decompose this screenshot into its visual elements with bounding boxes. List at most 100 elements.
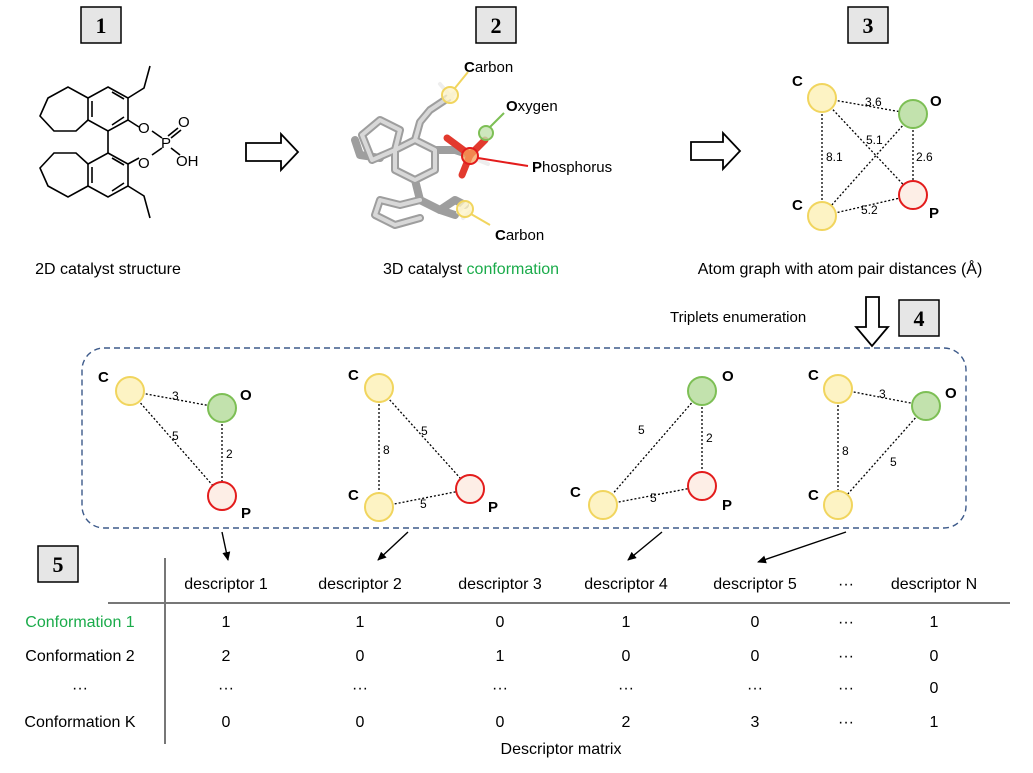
atom-label-o-upper: O (138, 120, 150, 137)
structure-2d (39, 65, 182, 219)
row-label: Conformation K (24, 714, 135, 731)
distance-label: 8 (383, 443, 390, 457)
row-label: Conformation 1 (25, 614, 134, 631)
step-box-5: 5 (37, 545, 79, 583)
table-cell: 0 (496, 714, 505, 731)
label-phosphorus: Phosphorus (532, 159, 612, 176)
table-header: descriptor N (891, 576, 977, 593)
carbon-atom-highlight (456, 200, 474, 218)
triplets-enumeration-label: Triplets enumeration (670, 309, 806, 326)
right-arrow-icon (245, 131, 300, 173)
step-number-2: 2 (491, 13, 502, 38)
oxygen-atom-node (911, 391, 941, 421)
atom-label: O (722, 368, 734, 385)
row-label: ··· (72, 680, 88, 697)
table-cell: 1 (930, 714, 939, 731)
table-cell: 1 (356, 614, 365, 631)
label-carbon-bottom: Carbon (495, 227, 544, 244)
triplet-4: C O C 3 8 5 (808, 367, 957, 520)
phosphorus-atom-node (207, 481, 237, 511)
table-header: descriptor 3 (458, 576, 542, 593)
step-number-1: 1 (96, 13, 107, 38)
table-cell: ··· (838, 714, 854, 731)
distance-label: 5 (638, 423, 645, 437)
table-cell: 2 (622, 714, 631, 731)
table-header: descriptor 4 (584, 576, 668, 593)
oxygen-atom-highlight (478, 125, 494, 141)
carbon-atom-node (823, 374, 853, 404)
distance-label: 5 (421, 424, 428, 438)
carbon-atom-highlight (441, 86, 459, 104)
table-cell: ··· (492, 680, 508, 697)
conformation-3d-highlights (441, 71, 529, 226)
table-cell: 1 (622, 614, 631, 631)
distance-label: 5 (172, 429, 179, 443)
table-cell: 2 (222, 648, 231, 665)
table-cell: ··· (618, 680, 634, 697)
table-cell: 1 (930, 614, 939, 631)
distance-label: 8.1 (826, 150, 843, 164)
distance-label: 8 (842, 444, 849, 458)
atom-label-o-double: O (178, 114, 190, 131)
atom-label: C (792, 197, 803, 214)
step-number-5: 5 (53, 552, 64, 577)
atom-label: C (348, 367, 359, 384)
caption-2d-structure: 2D catalyst structure (35, 261, 181, 278)
table-cell: 0 (622, 648, 631, 665)
table-row: Conformation K 0 0 0 2 3 ··· 1 (24, 714, 938, 731)
table-cell: 1 (496, 648, 505, 665)
down-arrow-icon (854, 296, 890, 348)
step-number-3: 3 (863, 13, 874, 38)
descriptor-matrix: descriptor 1 descriptor 2 descriptor 3 d… (24, 558, 1010, 758)
conformation-3d-labels: Carbon Oxygen Phosphorus Carbon (464, 59, 612, 244)
distance-label: 2 (226, 447, 233, 461)
step-box-2: 2 (475, 6, 517, 44)
table-cell: 0 (930, 680, 939, 697)
table-cell: 0 (751, 614, 760, 631)
table-cell: ··· (838, 648, 854, 665)
phosphorus-atom-node (898, 180, 928, 210)
table-cell: 3 (751, 714, 760, 731)
distance-label: 5 (890, 455, 897, 469)
atom-label: P (929, 205, 939, 222)
carbon-atom-node (364, 373, 394, 403)
distance-label: 5 (420, 497, 427, 511)
oxygen-atom-node (898, 99, 928, 129)
table-header: descriptor 1 (184, 576, 268, 593)
atom-label: O (930, 93, 942, 110)
table-cell: 0 (356, 714, 365, 731)
mapping-arrows (221, 531, 847, 564)
atom-label-oh: OH (176, 153, 199, 170)
atom-label: P (488, 499, 498, 516)
atom-label: O (240, 387, 252, 404)
atom-label: C (792, 73, 803, 90)
table-row: ··· ··· ··· ··· ··· ··· ··· 0 (72, 680, 939, 697)
table-cell: ··· (838, 614, 854, 631)
distance-label: 2.6 (916, 150, 933, 164)
carbon-atom-node (364, 492, 394, 522)
triplets-panel (81, 347, 967, 529)
table-row: Conformation 1 1 1 0 1 0 ··· 1 (25, 614, 938, 631)
distance-label: 5 (650, 491, 657, 505)
step-box-3: 3 (847, 6, 889, 44)
carbon-atom-node (588, 490, 618, 520)
step-box-1: 1 (80, 6, 122, 44)
atom-label: O (945, 385, 957, 402)
atom-label: C (348, 487, 359, 504)
table-row: Conformation 2 2 0 1 0 0 ··· 0 (25, 648, 938, 665)
caption-atom-graph: Atom graph with atom pair distances (Å) (698, 259, 983, 278)
step-box-4: 4 (898, 299, 940, 337)
caption-descriptor-matrix: Descriptor matrix (501, 741, 622, 758)
phosphorus-atom-node (455, 474, 485, 504)
atom-label: C (808, 367, 819, 384)
atom-graph: C O C P 3.6 5.1 8.1 2.6 5.2 (792, 73, 942, 231)
table-header: descriptor 2 (318, 576, 402, 593)
carbon-atom-node (823, 490, 853, 520)
table-cell: 0 (496, 614, 505, 631)
table-header: descriptor 5 (713, 576, 797, 593)
atom-label: C (808, 487, 819, 504)
table-cell: 0 (751, 648, 760, 665)
caption-3d-conformation: 3D catalyst conformation (383, 261, 559, 278)
carbon-atom-node (807, 83, 837, 113)
